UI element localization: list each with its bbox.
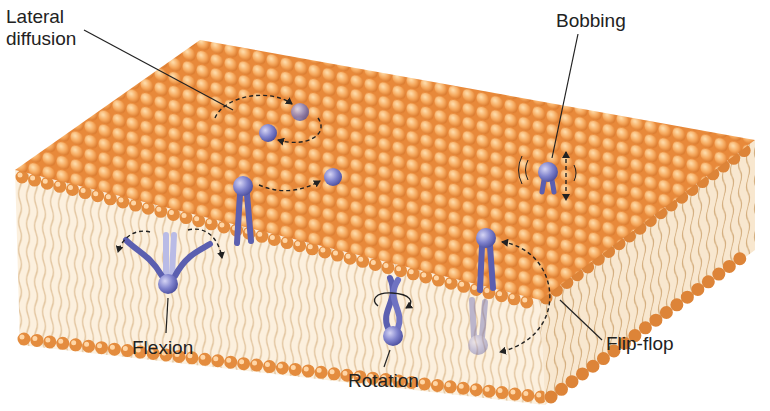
part-label: Bobbing (556, 10, 626, 32)
head-row (24, 339, 541, 397)
part-label: Flexion (132, 337, 193, 359)
rotation-lipid (374, 278, 410, 346)
head-highlight (22, 337, 539, 395)
leader-lines (84, 30, 602, 367)
lateral-diffusion-lipids (215, 95, 342, 243)
top-face (15, 40, 755, 300)
part-label: Lateral diffusion (6, 6, 98, 50)
part-label: Rotation (348, 370, 419, 392)
part-label: Flip-flop (606, 333, 674, 355)
bobbing-lipid (519, 152, 577, 200)
head-row (551, 252, 749, 397)
flip-flop-lipids (468, 228, 550, 355)
flexion-lipid (118, 229, 222, 294)
